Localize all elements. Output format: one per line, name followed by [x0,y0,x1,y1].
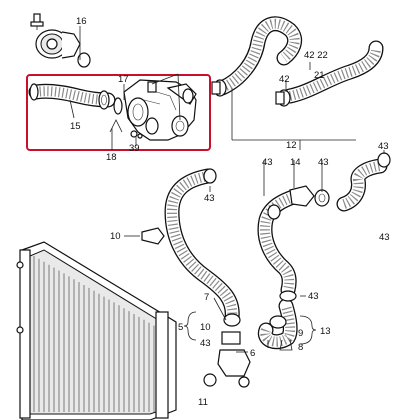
radiator-outlet-tank [155,311,169,419]
label-42: 42 [279,74,290,85]
label-10: 10 [110,231,121,242]
label-15: 15 [70,121,81,132]
label-43-lower-right: 43 [308,291,319,302]
label-17: 17 [118,74,129,85]
label-43-left: 43 [262,157,273,168]
label-21: 21 [314,70,325,81]
hose-lower-outlet-hose-tex [260,304,296,347]
label-18: 18 [106,152,117,163]
label-43-lower-left: 43 [200,338,211,349]
label-13: 13 [320,326,331,337]
label-12: 12 [286,140,297,151]
label-16: 16 [76,16,87,27]
water-pump-flange [30,13,91,68]
leader-lines [36,26,385,353]
label-14: 14 [290,157,301,168]
coolant-flange-assembly [28,79,197,141]
radiator-fins [33,256,160,412]
label-43-mid: 43 [318,157,329,168]
label-10-lower: 10 [200,322,211,333]
label-11: 11 [198,397,208,408]
radiator-side-tank [19,249,31,419]
coolant-hoses [164,16,388,350]
part-labels: 16 17 15 18 39 42 22 21 42 12 43 14 43 4… [70,16,390,408]
label-39: 39 [129,143,140,154]
hose-heater-return-hose-tex [342,161,381,209]
label-8: 8 [298,342,303,353]
label-42-22: 42 22 [304,50,328,61]
hose-radiator-feed-hose-inner [165,169,239,325]
hose-clamps [141,79,391,388]
label-7: 7 [204,292,209,303]
label-43-right: 43 [378,141,389,152]
label-43-far-right: 43 [379,232,390,243]
label-6: 6 [250,348,255,359]
radiator [16,241,177,420]
label-43-center: 43 [204,193,215,204]
highlight-box [26,74,211,151]
hose-heater-feed-hose-tex [260,191,298,292]
label-5: 5 [178,322,183,333]
hose-right-return-hose-tex [288,47,381,101]
label-9: 9 [298,328,303,339]
hose-upper-return-hose-inner [215,17,301,95]
